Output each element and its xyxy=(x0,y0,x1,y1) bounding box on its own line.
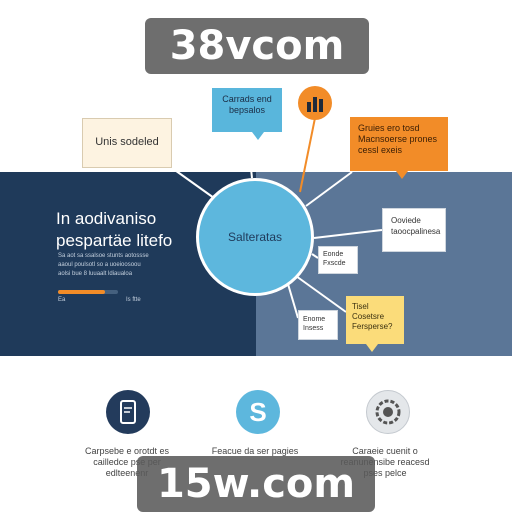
gear-icon[interactable] xyxy=(366,390,410,434)
subtext-line: aolsi bue 8 luuaalt ldiaualoa xyxy=(58,271,133,277)
watermark-top: 38vcom xyxy=(145,18,369,74)
note-white-middle: Eonde Fxscde xyxy=(318,246,358,274)
progress-fill xyxy=(58,290,105,294)
hub-circle: Salteratas xyxy=(196,178,314,296)
feature-text: Caraeie cuenit o reanunensibe reacesd ps… xyxy=(340,446,430,478)
subtext-line: aaoul poulsotl so a uoeioosoou xyxy=(58,262,141,268)
bar-chart-icon xyxy=(298,86,332,120)
feature-text: Carpsebe e orotdt es cailledce pse per e… xyxy=(84,446,170,478)
progress-label-left: Ea xyxy=(58,297,66,303)
headline-line-1: In aodivaniso xyxy=(56,209,157,228)
note-yellow: Tisel Cosetsre Fersperse? xyxy=(346,296,404,344)
note-white-bottom: Enome Insess xyxy=(298,310,338,340)
subtext-line: Sa aot sa ssalsoe stunts aotossse xyxy=(58,253,149,259)
hero-subtext: Sa aot sa ssalsoe stunts aotossse aaoul … xyxy=(58,252,188,279)
progress-label-right: Is ftte xyxy=(126,297,141,303)
note-blue-tail xyxy=(252,132,264,140)
note-yellow-tail xyxy=(366,344,378,352)
hero-headline: In aodivaniso pespartäe litefo xyxy=(56,208,246,252)
headline-line-2: pespartäe litefo xyxy=(56,231,173,250)
hub-label: Salteratas xyxy=(227,230,283,244)
note-blue: Carrads end bepsalos xyxy=(212,88,282,132)
note-white-top: Ooviede taoocpalinesa xyxy=(382,208,446,252)
watermark-bottom: 15w.com xyxy=(137,456,375,512)
note-orange-tail xyxy=(396,171,408,179)
note-cream: Unis sodeled xyxy=(82,118,172,168)
feature-text: Feacue da ser pagies xyxy=(211,446,299,456)
s-badge-icon[interactable]: S xyxy=(236,390,280,434)
note-orange: Gruies ero tosd Macnsoerse prones cessl … xyxy=(350,117,448,171)
phone-icon[interactable] xyxy=(106,390,150,434)
